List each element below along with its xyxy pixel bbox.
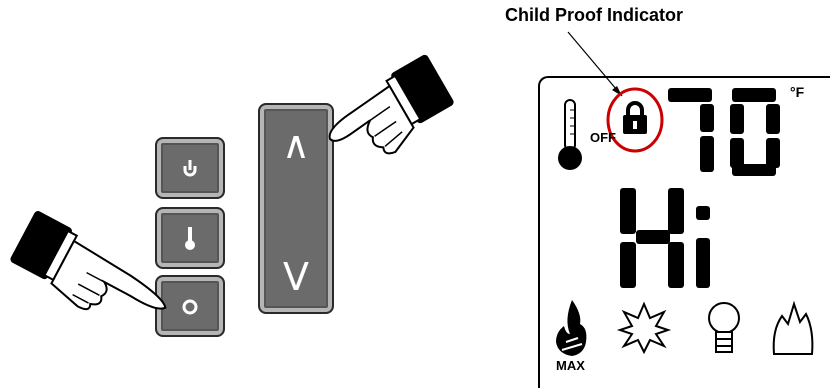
- up-arrow[interactable]: ∧: [282, 123, 310, 167]
- power-button[interactable]: [155, 275, 225, 337]
- lock-icon: [623, 101, 647, 134]
- child-proof-callout: Child Proof Indicator: [505, 5, 683, 25]
- hand-power-icon: [10, 211, 167, 311]
- fan-blade-icon: [772, 300, 814, 355]
- bulb-icon: [708, 302, 740, 353]
- highlight-ring: [606, 87, 664, 153]
- unit-label: °F: [790, 84, 805, 100]
- fan-down-icon: [157, 139, 223, 197]
- callout-arrow: [567, 31, 664, 153]
- down-arrow[interactable]: V: [283, 255, 309, 299]
- flame-max-label: MAX: [556, 358, 585, 373]
- lcd-panel: [538, 76, 830, 388]
- flame-icon: [556, 300, 587, 356]
- fan-button[interactable]: [155, 137, 225, 199]
- mode-display: [620, 188, 710, 288]
- thermometer-icon: [157, 209, 223, 267]
- temp-button[interactable]: [155, 207, 225, 269]
- lcd-thermometer-icon: [558, 99, 582, 170]
- snowflake-icon: [616, 301, 672, 355]
- power-icon: [157, 277, 223, 335]
- temperature-display: [668, 88, 780, 176]
- rocker-button[interactable]: ∧ V: [258, 103, 334, 314]
- thermo-off-label: OFF: [590, 130, 616, 145]
- hand-up-icon: [328, 54, 454, 155]
